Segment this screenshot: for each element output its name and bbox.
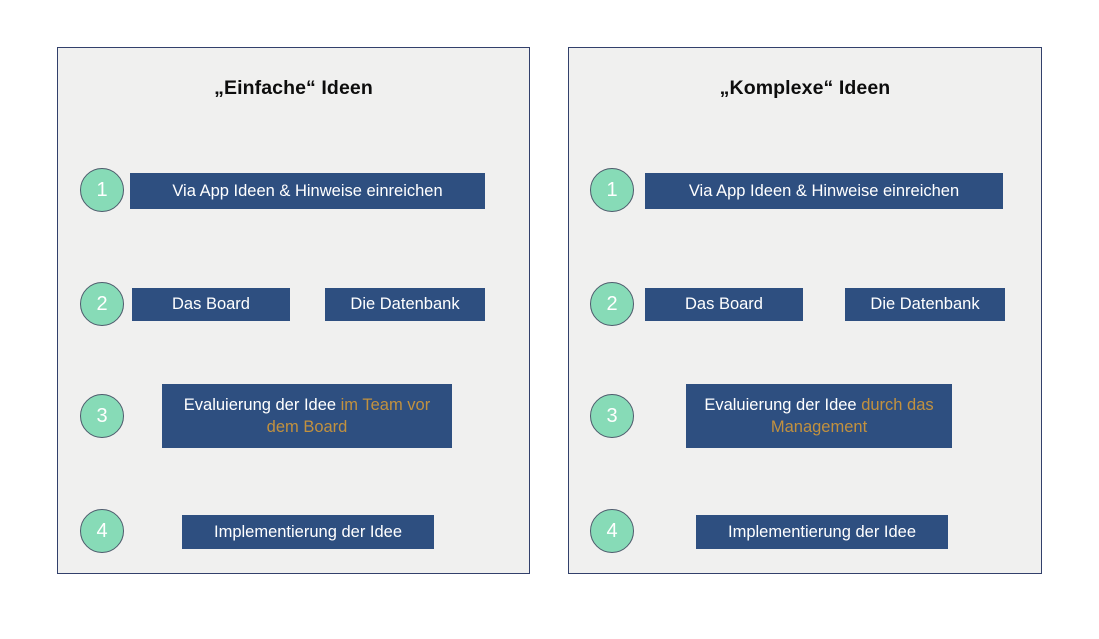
box-complex-evaluation[interactable]: Evaluierung der Idee durch das Managemen…: [686, 384, 952, 448]
step-circle-2-simple: 2: [80, 282, 124, 326]
step-circle-2-complex: 2: [590, 282, 634, 326]
step-circle-3-complex: 3: [590, 394, 634, 438]
box-complex-implement[interactable]: Implementierung der Idee: [696, 515, 948, 549]
box-complex-evaluation-text: Evaluierung der Idee durch das Managemen…: [692, 394, 946, 439]
box-simple-board[interactable]: Das Board: [132, 288, 290, 321]
step-circle-1-simple: 1: [80, 168, 124, 212]
box-simple-implement[interactable]: Implementierung der Idee: [182, 515, 434, 549]
step-circle-4-simple: 4: [80, 509, 124, 553]
box-complex-submit[interactable]: Via App Ideen & Hinweise einreichen: [645, 173, 1003, 209]
eval-plain-text-complex: Evaluierung der Idee: [704, 395, 862, 414]
step-circle-4-complex: 4: [590, 509, 634, 553]
eval-highlight-line1-simple: im Team: [340, 395, 408, 414]
box-simple-evaluation-text: Evaluierung der Idee im Team vor dem Boa…: [168, 394, 446, 439]
box-simple-database[interactable]: Die Datenbank: [325, 288, 485, 321]
eval-highlight-line2-complex: das Management: [770, 395, 934, 436]
panel-simple-title: „Einfache“ Ideen: [214, 77, 373, 99]
box-simple-submit[interactable]: Via App Ideen & Hinweise einreichen: [130, 173, 485, 209]
eval-highlight-line1-complex: durch: [861, 395, 908, 414]
panel-complex-title: „Komplexe“ Ideen: [719, 77, 891, 99]
step-circle-1-complex: 1: [590, 168, 634, 212]
box-complex-board[interactable]: Das Board: [645, 288, 803, 321]
eval-plain-text-simple: Evaluierung der Idee: [183, 395, 341, 414]
step-circle-3-simple: 3: [80, 394, 124, 438]
box-simple-evaluation[interactable]: Evaluierung der Idee im Team vor dem Boa…: [162, 384, 452, 448]
box-complex-database[interactable]: Die Datenbank: [845, 288, 1005, 321]
eval-highlight-line2-simple: vor dem Board: [266, 395, 431, 436]
